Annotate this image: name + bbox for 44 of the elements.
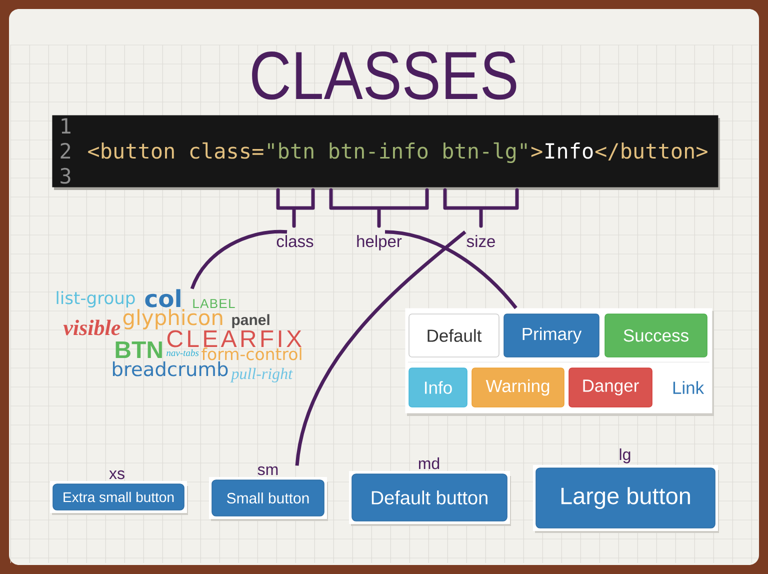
button: Small button (209, 477, 328, 521)
bracket-label: class (276, 235, 314, 248)
button: Success (604, 314, 708, 358)
cloud-word: glyphicon (123, 309, 222, 330)
button: Primary (504, 314, 600, 358)
code-string: "btn btn-info btn-lg" (268, 142, 527, 164)
cloud-word: CLEARFIX (167, 330, 302, 348)
size-label: md (418, 457, 440, 470)
bracket-label: size (466, 235, 495, 248)
size-label: xs (109, 470, 124, 480)
code-block (52, 115, 720, 190)
line-number: 3 (60, 168, 70, 184)
cloud-word: pull-right (230, 368, 293, 382)
title: CLASSES (252, 52, 516, 100)
line-number: 2 (60, 142, 70, 158)
cloud-word: form-control (202, 347, 302, 360)
button: Default button (349, 471, 511, 526)
button: Info (408, 368, 468, 408)
button: Large button (533, 465, 719, 533)
code-text: Info (546, 142, 593, 159)
line-number: 1 (62, 118, 70, 134)
cloud-word: breadcrumb (112, 361, 228, 376)
cloud-word: list-group (56, 291, 135, 308)
button: Warning (472, 368, 564, 408)
button: Default (408, 314, 500, 358)
cloud-word: visible (63, 320, 120, 336)
code-tag: > (531, 146, 542, 158)
code-tag: </button> (595, 142, 708, 160)
button: Danger (568, 368, 652, 408)
cloud-word: LABEL (193, 299, 235, 308)
button: Extra small button (50, 481, 188, 515)
cloud-word: panel (232, 314, 270, 328)
cloud-word: col (145, 289, 180, 308)
cloud-word: nav-tabs (166, 349, 199, 356)
code-tag: <button class= (88, 142, 264, 159)
connector-curve (295, 230, 466, 466)
size-label: lg (620, 448, 630, 464)
link: Link (673, 381, 704, 394)
cloud-word: BTN (116, 342, 162, 358)
connector-curve (190, 230, 288, 290)
size-label: sm (258, 466, 278, 476)
bracket-label: helper (357, 235, 402, 250)
connector-curve (384, 230, 518, 310)
button-panel (405, 308, 714, 416)
